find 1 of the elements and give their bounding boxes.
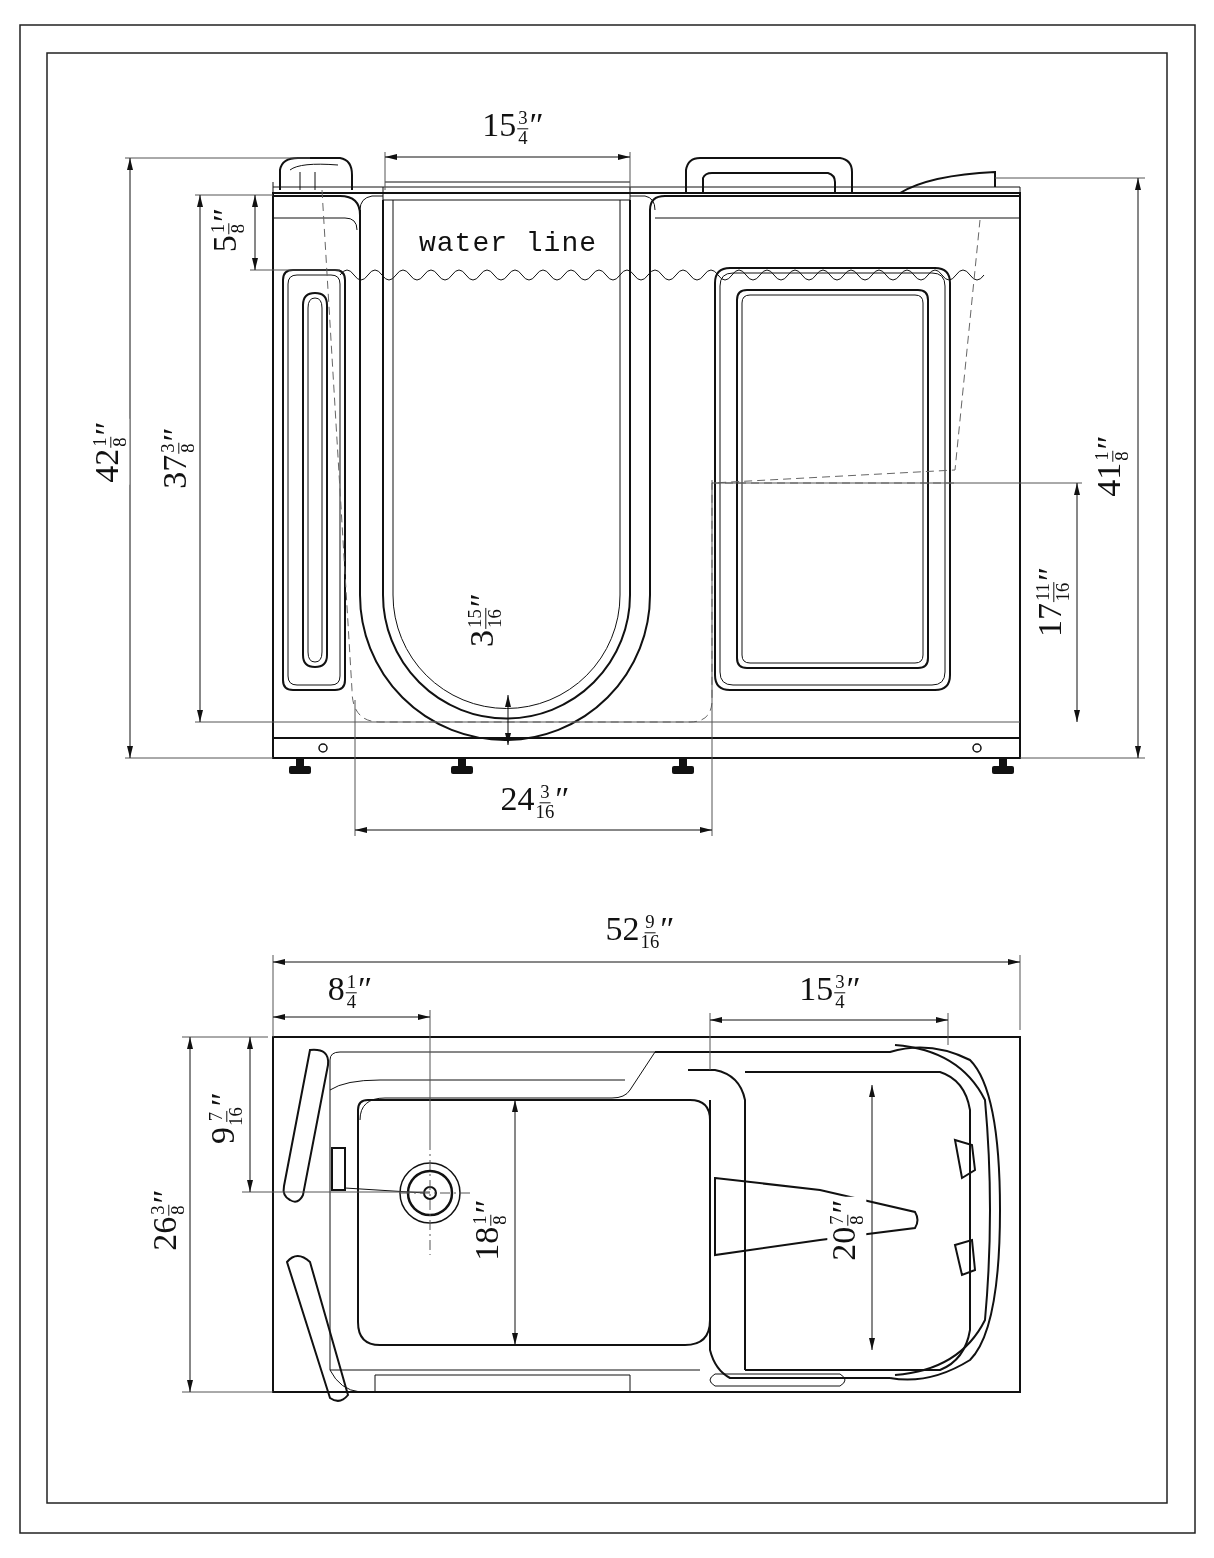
water-line-label: water line	[418, 230, 598, 258]
